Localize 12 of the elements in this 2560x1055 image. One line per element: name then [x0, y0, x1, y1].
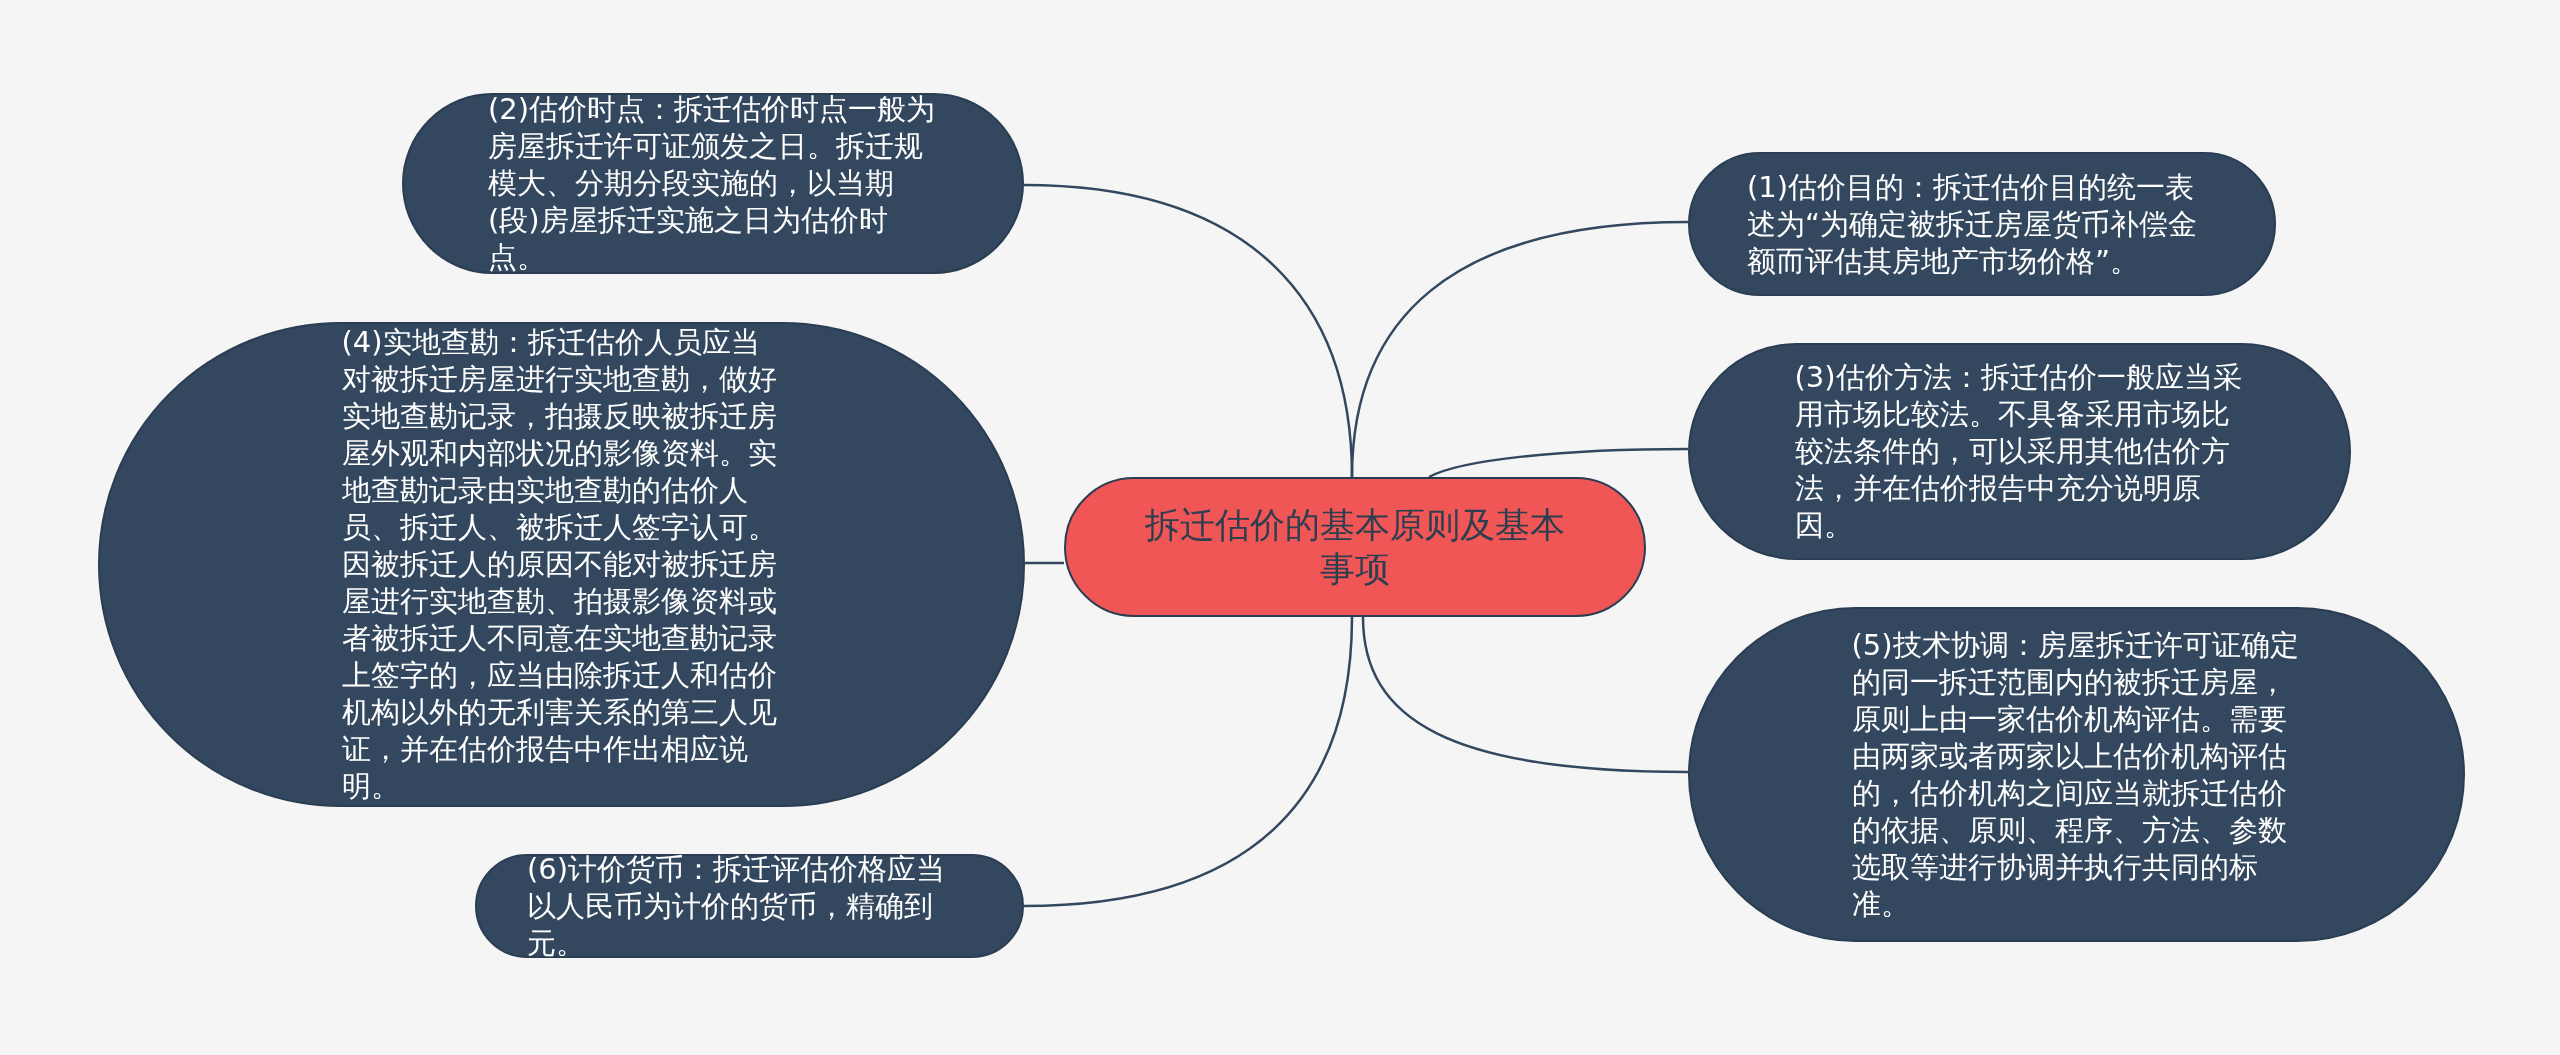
topic-text: (3)估价方法：拆迁估价一般应当采用市场比较法。不具备采用市场比较法条件的，可以采用其他估价方法，并在估价报告中充分说明原因。 — [1794, 359, 2243, 544]
topic-text: (1)估价目的：拆迁估价目的统一表述为“为确定被拆迁房屋货币补偿金额而评估其房地产市场价格”。 — [1747, 168, 2199, 280]
topic-text: (5)技术协调：房屋拆迁许可证确定的同一拆迁范围内的被拆迁房屋，原则上由一家估价机构评估。需要由两家或者两家以上估价机构评估的，估价机构之间应当就拆迁估价的依据、原则、程序、方法、参数选取等进行协调并执行共同的标准。 — [1851, 626, 2300, 923]
topic-text: (2)估价时点：拆迁估价时点一般为房屋拆迁许可证颁发之日。拆迁规模大、分期分段实施的，以当期(段)房屋拆迁实施之日为估价时点。 — [488, 91, 937, 276]
topic-text: (6)计价货币：拆迁评估价格应当以人民币为计价的货币，精确到元。 — [527, 850, 947, 962]
connector-line — [1025, 561, 1064, 565]
connector-line — [1428, 447, 1688, 479]
topic-text: (4)实地查勘：拆迁估价人员应当对被拆迁房屋进行实地查勘，做好实地查勘记录，拍摄反映被拆迁房屋外观和内部状况的影像资料。实地查勘记录由实地查勘的估价人员、拆迁人、被拆迁人签字认可。因被拆迁人的原因不能对被拆迁房屋进行实地查勘、拍摄影像资料或者被拆迁人不同意在实地查勘记录上签字的，应当由除拆迁人和估价机构以外的无利害关系的第三人见证，并在估价报告中作出相应说明。 — [341, 324, 778, 805]
connector-line — [1350, 220, 1689, 478]
topic-text: 拆迁估价的基本原则及基本事项 — [1144, 504, 1566, 591]
connector-line — [1023, 616, 1354, 908]
connector-line — [1361, 616, 1689, 774]
